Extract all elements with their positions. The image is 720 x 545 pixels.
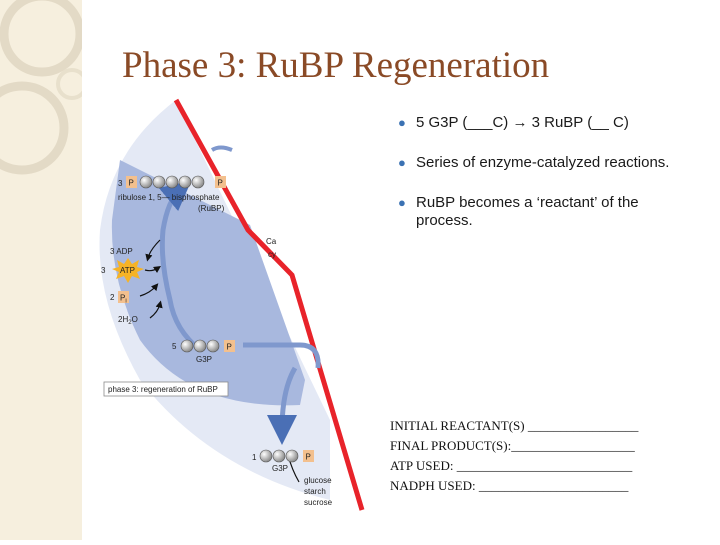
atp-count: 3 <box>101 266 106 275</box>
carbon-atom-icon <box>206 339 220 353</box>
worksheet-lines: INITIAL REACTANT(S) _________________ FI… <box>390 416 638 496</box>
adp-arrow <box>145 239 161 262</box>
product-starch: starch <box>304 487 326 496</box>
carbon-atom-icon <box>285 449 299 463</box>
carbon-atom-icon <box>180 339 194 353</box>
cycle-arrow-right <box>243 342 321 369</box>
carbon-atom-icon <box>165 175 179 189</box>
calvin-label-partial: Ca <box>266 237 277 246</box>
product-glucose: glucose <box>304 476 332 485</box>
worksheet-initial-reactants: INITIAL REACTANT(S) _________________ <box>390 418 639 433</box>
phosphate-badge <box>303 450 314 462</box>
pi-label: Pi <box>120 294 127 305</box>
rubp-phosphate-right: P <box>218 179 223 188</box>
rubp-abbrev: (RuBP) <box>198 204 225 213</box>
phase-label: phase 3: regeneration of RuBP <box>108 385 218 394</box>
bullet-text: 5 G3P (___C) → 3 RuBP (__ C) <box>416 114 629 131</box>
bullet-text: Series of enzyme-catalyzed reactions. <box>416 154 670 171</box>
worksheet-final-products: FINAL PRODUCT(S):___________________ <box>390 438 635 453</box>
bullet-dot-icon: ● <box>398 155 406 170</box>
cycle-arrow <box>158 180 202 352</box>
bullet-dot-icon: ● <box>398 195 406 210</box>
phosphate-badge <box>118 291 129 303</box>
carbon-atom-icon <box>152 175 166 189</box>
product-sucrose: sucrose <box>304 498 333 507</box>
adp-label: 3 ADP <box>110 247 133 256</box>
carbon-atom-icon <box>139 175 153 189</box>
bullet-dot-icon: ● <box>398 115 406 130</box>
rubp-phosphate-left: P <box>129 179 134 188</box>
atp-arrow <box>144 266 161 273</box>
carbon-atom-icon <box>272 449 286 463</box>
boundary-line <box>173 98 365 511</box>
phosphate-badge <box>215 176 226 188</box>
water-arrow <box>149 300 163 319</box>
calvin-cycle-phase3-diagram: 3 P P ribulose 1, 5— bisphosphate (RuBP)… <box>99 98 365 511</box>
g3p5-phosphate: P <box>227 343 232 352</box>
atp-burst-icon <box>112 258 144 283</box>
phase-label-box <box>103 381 229 397</box>
rubp-count: 3 <box>118 179 123 188</box>
phosphate-badge <box>224 340 235 352</box>
bullet-text: RuBP becomes a ‘reactant’ of the process… <box>416 194 639 229</box>
bullet-item: ● 5 G3P (___C) → 3 RuBP (__ C) <box>396 114 696 132</box>
carbon-atom-icon <box>178 175 192 189</box>
bullet-list: ● 5 G3P (___C) → 3 RuBP (__ C) ● Series of… <box>396 114 696 252</box>
g3p1-label: G3P <box>272 464 288 473</box>
rubp-label: ribulose 1, 5— bisphosphate <box>118 193 220 202</box>
cycle-arrow-top <box>210 145 233 152</box>
water-label: 2H2O <box>118 315 138 326</box>
calvin-label-partial: cy <box>268 250 276 259</box>
g3p1-count: 1 <box>252 453 257 462</box>
phosphate-badge <box>126 176 137 188</box>
pi-arrow <box>139 283 159 297</box>
carbon-atom-icon <box>259 449 273 463</box>
g3p5-count: 5 <box>172 342 177 351</box>
worksheet-nadph-used: NADPH USED: _______________________ <box>390 478 629 493</box>
carbon-atom-icon <box>191 175 205 189</box>
decorative-band <box>0 0 88 540</box>
carbon-atom-icon <box>193 339 207 353</box>
g3p-exit-arrow <box>267 366 298 445</box>
pi-count: 2 <box>110 293 115 302</box>
worksheet-atp-used: ATP USED: ___________________________ <box>390 458 633 473</box>
atp-label: ATP <box>120 266 135 275</box>
g3p5-label: G3P <box>196 355 212 364</box>
bullet-item: ● Series of enzyme-catalyzed reactions. <box>396 154 696 172</box>
bullet-item: ● RuBP becomes a ‘reactant’ of the proces… <box>396 194 696 230</box>
slide-title: Phase 3: RuBP Regeneration <box>122 45 550 86</box>
g3p1-phosphate: P <box>306 453 311 462</box>
